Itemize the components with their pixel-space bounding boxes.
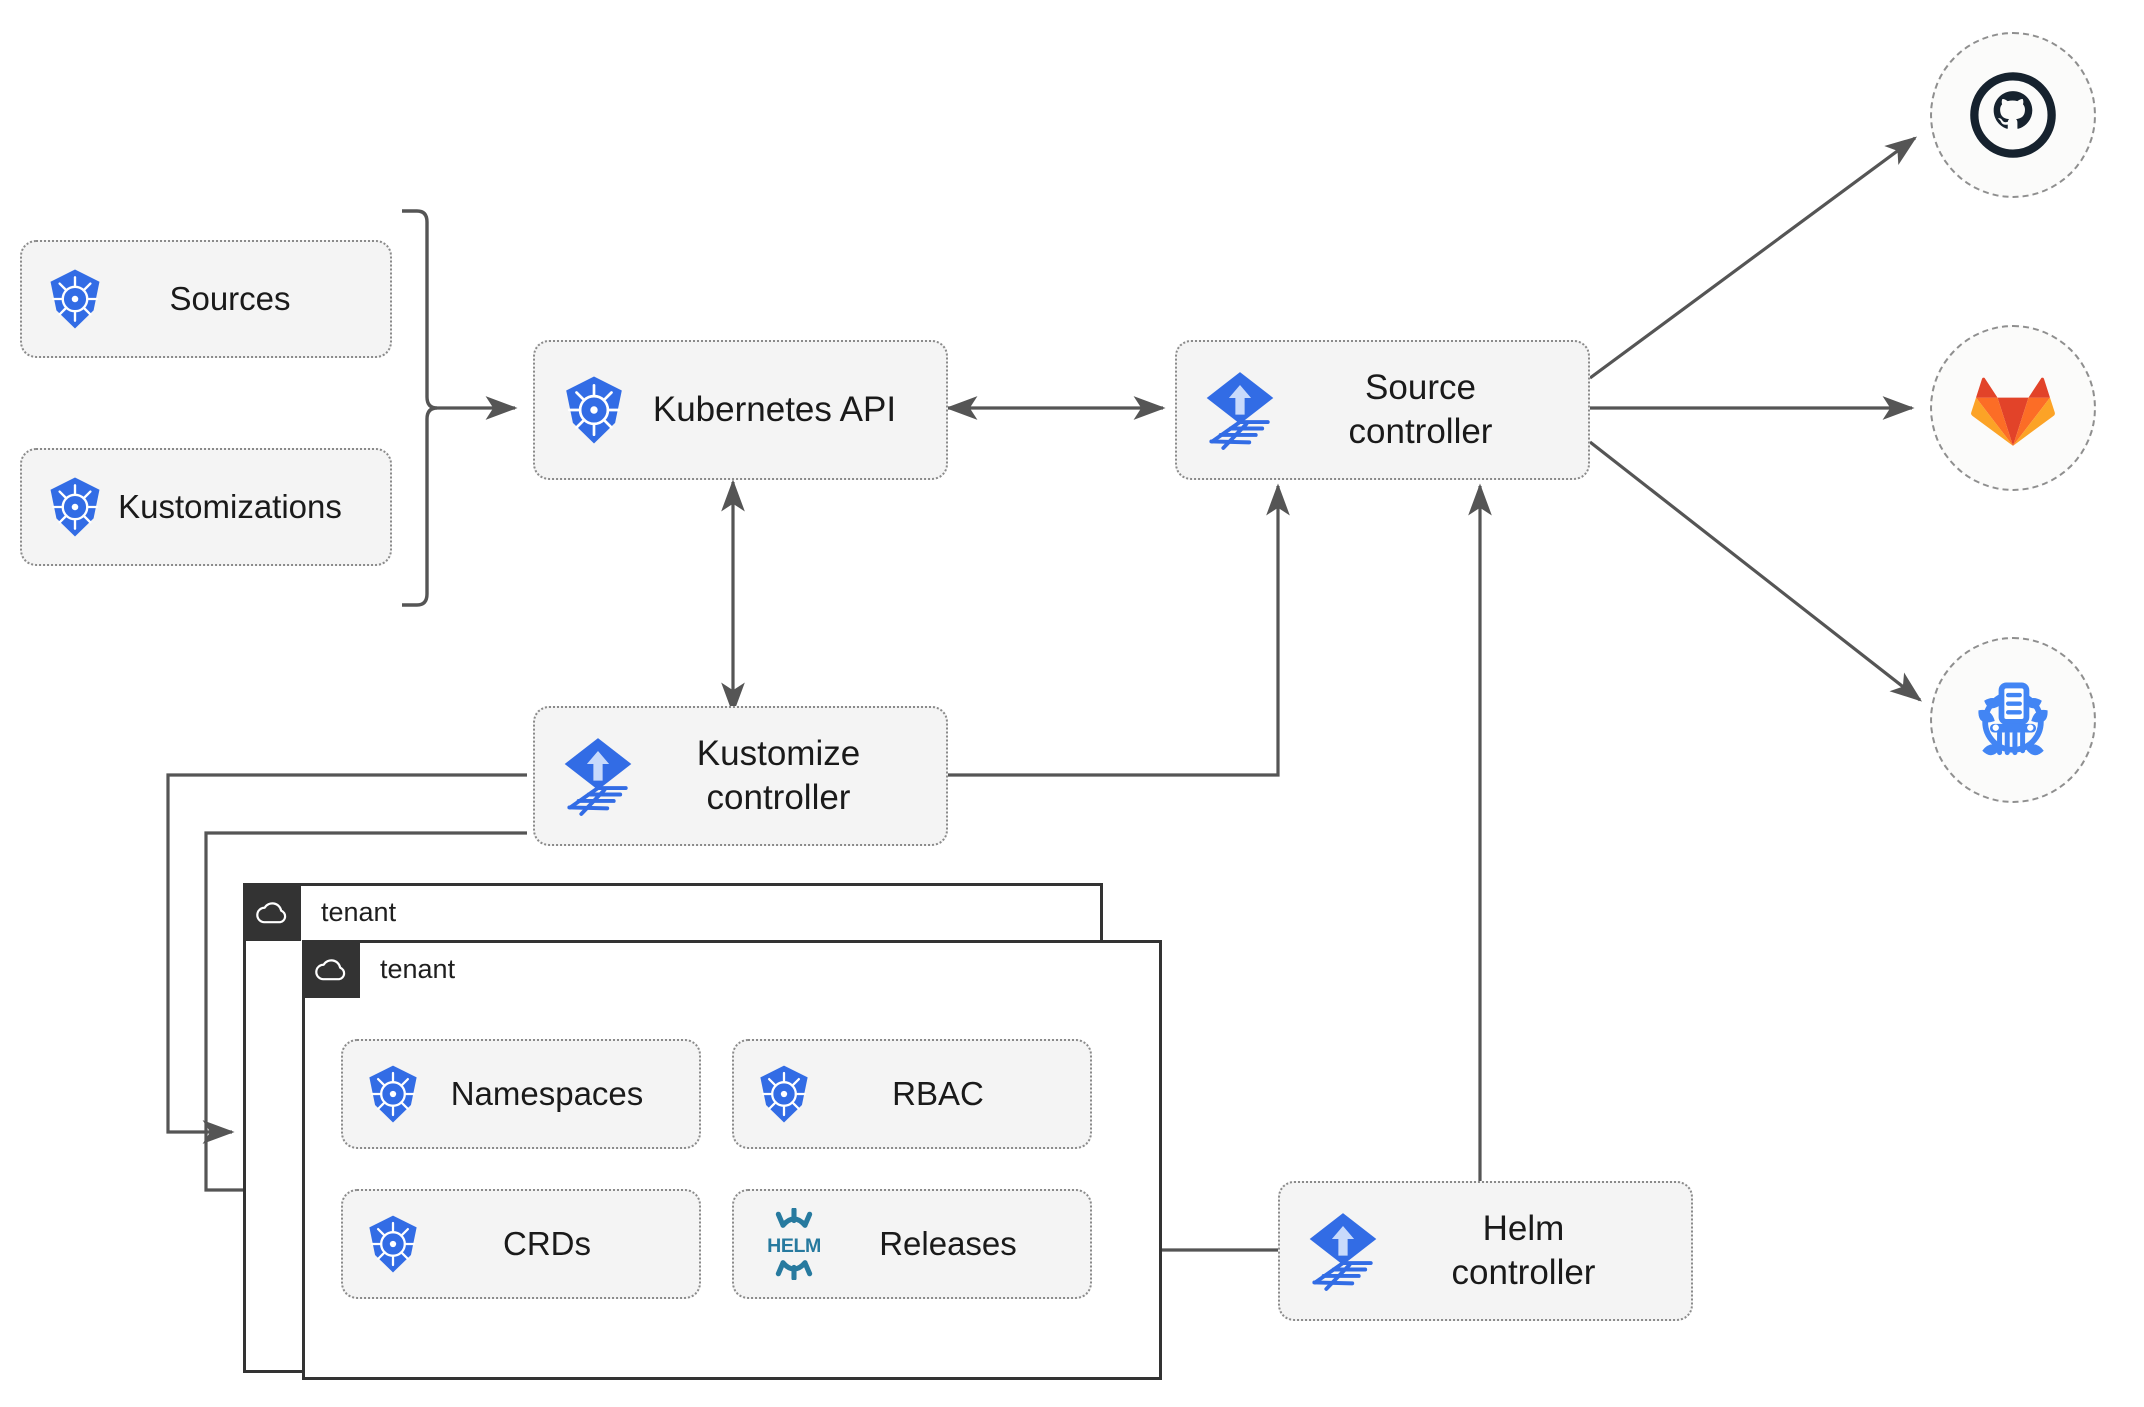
- kubernetes-icon: [46, 476, 104, 538]
- resource-box-sources[interactable]: Sources: [20, 240, 392, 358]
- helm-controller-label: Helm controller: [1451, 1209, 1596, 1292]
- endpoint-gitlab[interactable]: [1930, 325, 2096, 491]
- svg-text:HELM: HELM: [767, 1235, 821, 1257]
- kubernetes-icon: [46, 268, 104, 330]
- source-controller-label: Source controller: [1348, 368, 1493, 451]
- tenant-resource-label: Releases: [879, 1225, 1017, 1263]
- kustomize-controller-box[interactable]: Kustomize controller: [533, 706, 948, 846]
- kubernetes-icon: [365, 1214, 421, 1274]
- cloud-icon: [243, 883, 301, 941]
- source-controller-box[interactable]: Source controller: [1175, 340, 1590, 480]
- kubernetes-api-label: Kubernetes API: [652, 390, 897, 430]
- flux-icon: [1203, 370, 1277, 450]
- tenant-panel-inner[interactable]: tenant: [302, 940, 1162, 1380]
- flux-icon: [1306, 1211, 1380, 1291]
- tenant-tab-label: tenant: [380, 953, 456, 984]
- kubernetes-icon: [756, 1064, 812, 1124]
- tenant-resource-label: RBAC: [892, 1075, 984, 1113]
- tenant-resource-crds[interactable]: CRDs: [341, 1189, 701, 1299]
- github-icon: [1970, 72, 2056, 158]
- resource-label: Sources: [169, 280, 291, 318]
- tenant-tab-label: tenant: [321, 896, 397, 927]
- resource-box-kustomizations[interactable]: Kustomizations: [20, 448, 392, 566]
- kubernetes-icon: [561, 375, 627, 445]
- resource-label: Kustomizations: [118, 488, 342, 526]
- tenant-resource-releases[interactable]: HELM Releases: [732, 1189, 1092, 1299]
- tenant-resource-label: Namespaces: [450, 1075, 644, 1113]
- tenant-resource-rbac[interactable]: RBAC: [732, 1039, 1092, 1149]
- helm-logo-icon: HELM: [756, 1208, 832, 1280]
- tenant-tab-outer[interactable]: tenant: [243, 883, 396, 941]
- cloud-icon: [302, 940, 360, 998]
- endpoint-github[interactable]: [1930, 32, 2096, 198]
- kubernetes-icon: [365, 1064, 421, 1124]
- tenant-resource-namespaces[interactable]: Namespaces: [341, 1039, 701, 1149]
- kubernetes-api-box[interactable]: Kubernetes API: [533, 340, 948, 480]
- helm-controller-box[interactable]: Helm controller: [1278, 1181, 1693, 1321]
- tenant-tab-inner[interactable]: tenant: [302, 940, 455, 998]
- tenant-resource-label: CRDs: [503, 1225, 591, 1263]
- kustomize-controller-label: Kustomize controller: [696, 734, 861, 817]
- endpoint-helm-repository[interactable]: [1930, 637, 2096, 803]
- flux-icon: [561, 736, 635, 816]
- helm-repository-icon: [1978, 682, 2048, 756]
- gitlab-icon: [1971, 377, 2055, 446]
